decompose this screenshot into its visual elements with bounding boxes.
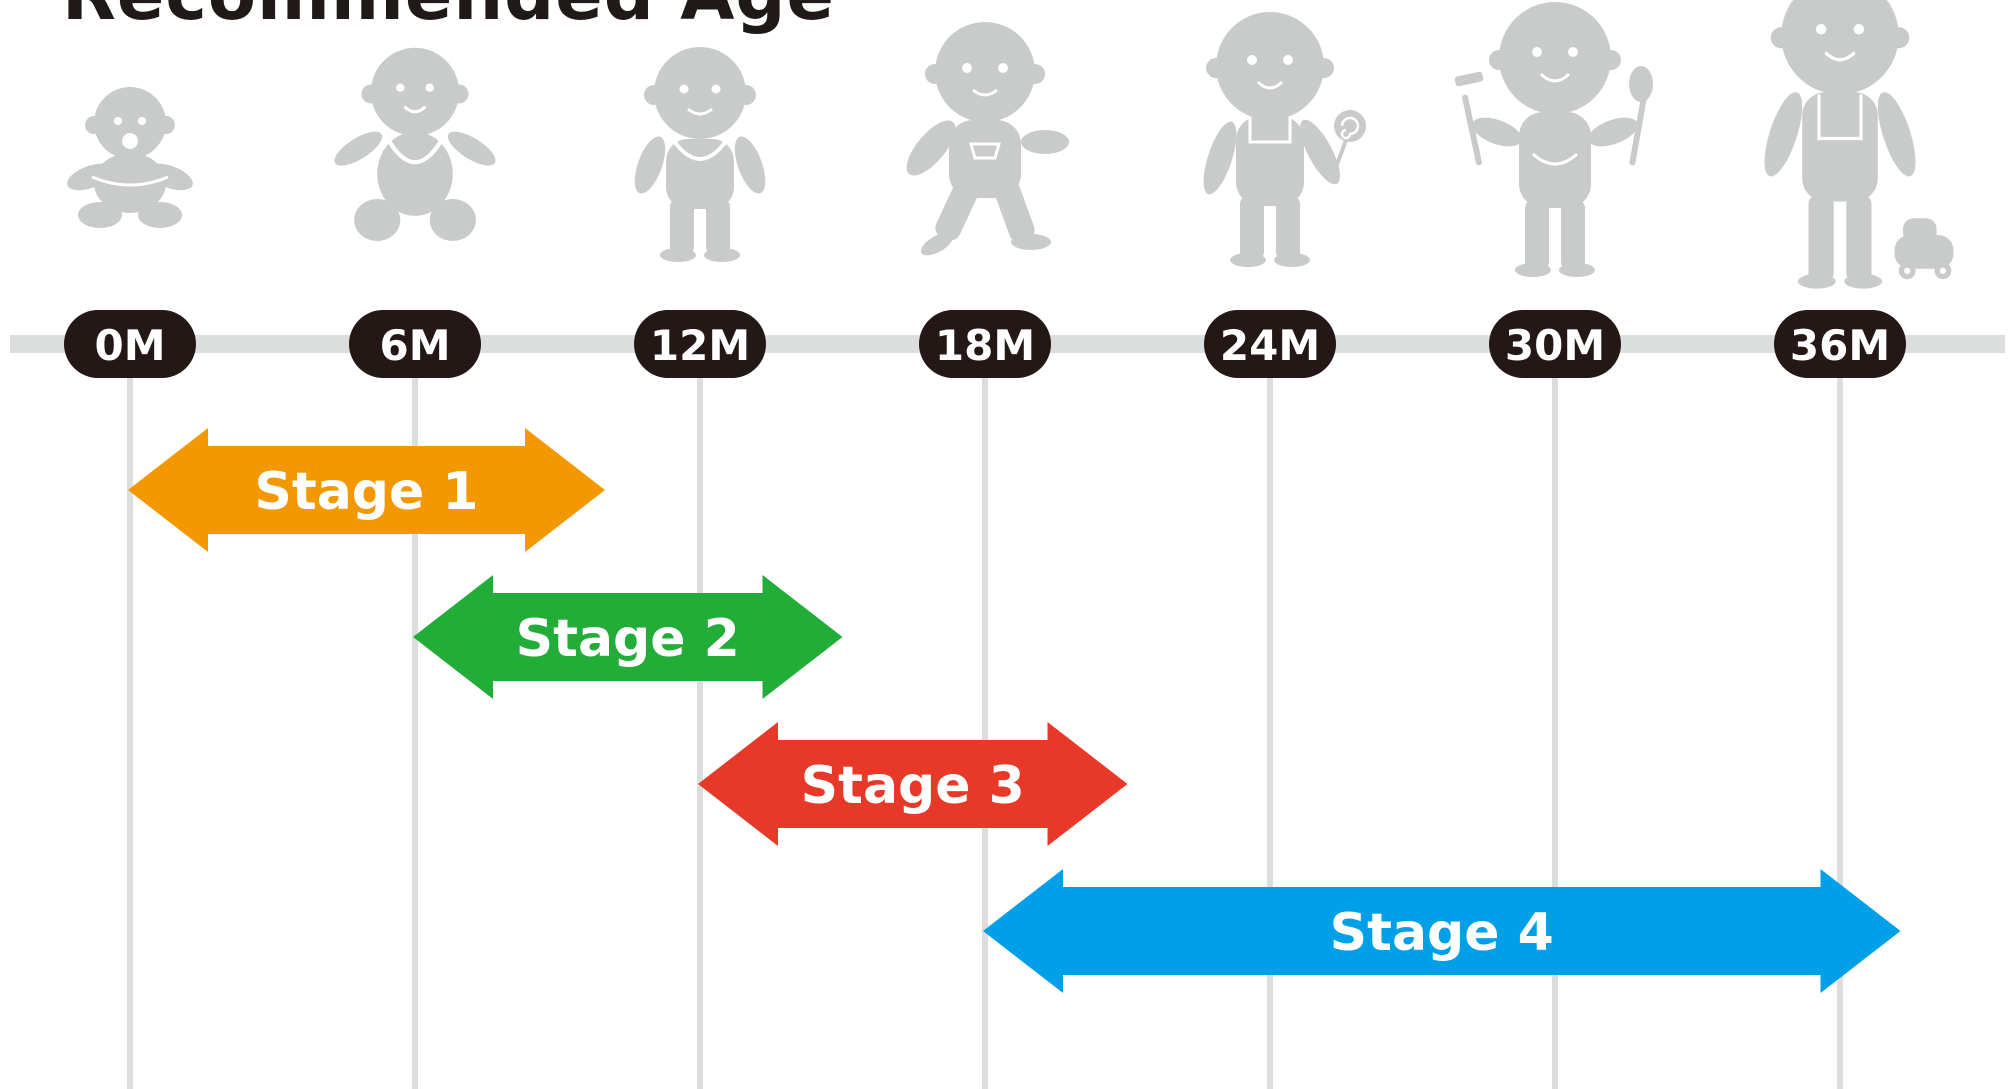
age-marker-pill (634, 310, 766, 378)
age-marker-0M: 0M (64, 310, 196, 378)
stage-arrow-1: Stage 1 (128, 428, 605, 552)
stage-arrow-4: Stage 4 (983, 869, 1901, 993)
age-marker-6M: 6M (349, 310, 481, 378)
age-marker-pill (349, 310, 481, 378)
grid-line-24M (1267, 344, 1273, 1089)
toddler-with-lollipop-icon (1195, 10, 1368, 269)
age-marker-label: 6M (379, 321, 450, 370)
stage-arrow-2: Stage 2 (413, 575, 843, 699)
age-marker-pill (64, 310, 196, 378)
grid-line-36M (1837, 344, 1843, 1089)
grid-line-6M (412, 344, 418, 1089)
age-marker-30M: 30M (1489, 310, 1621, 378)
page-title: Recommended Age (62, 0, 835, 36)
grid-line-30M (1552, 344, 1558, 1089)
child-with-toy-car-icon (1755, 0, 1955, 291)
stage-arrow-shape (128, 428, 605, 552)
grid-line-0M (127, 344, 133, 1089)
grid-line-12M (697, 344, 703, 1089)
newborn-baby-icon (62, 85, 198, 230)
age-marker-label: 12M (650, 321, 750, 370)
sitting-baby-icon (330, 48, 501, 241)
age-marker-label: 18M (935, 321, 1035, 370)
age-marker-pill (919, 310, 1051, 378)
age-marker-label: 36M (1790, 321, 1890, 370)
stage-arrow-shape (413, 575, 843, 699)
toddler-with-fork-and-spoon-icon (1452, 0, 1655, 279)
age-marker-pill (1489, 310, 1621, 378)
age-marker-label: 24M (1220, 321, 1320, 370)
stage-label: Stage 2 (516, 609, 740, 669)
stage-arrow-shape (983, 869, 1901, 993)
stage-label: Stage 3 (801, 756, 1025, 816)
age-marker-label: 30M (1505, 321, 1605, 370)
stage-label: Stage 4 (1330, 903, 1554, 963)
stage-arrow-3: Stage 3 (698, 722, 1128, 846)
age-marker-36M: 36M (1774, 310, 1906, 378)
age-marker-pill (1204, 310, 1336, 378)
age-marker-12M: 12M (634, 310, 766, 378)
stage-arrow-shape (698, 722, 1128, 846)
walking-toddler-icon (896, 20, 1071, 262)
standing-baby-with-bib-icon (626, 45, 774, 264)
grid-line-18M (982, 344, 988, 1089)
age-marker-24M: 24M (1204, 310, 1336, 378)
age-marker-18M: 18M (919, 310, 1051, 378)
age-marker-label: 0M (94, 321, 165, 370)
stage-label: Stage 1 (254, 462, 478, 522)
age-marker-pill (1774, 310, 1906, 378)
